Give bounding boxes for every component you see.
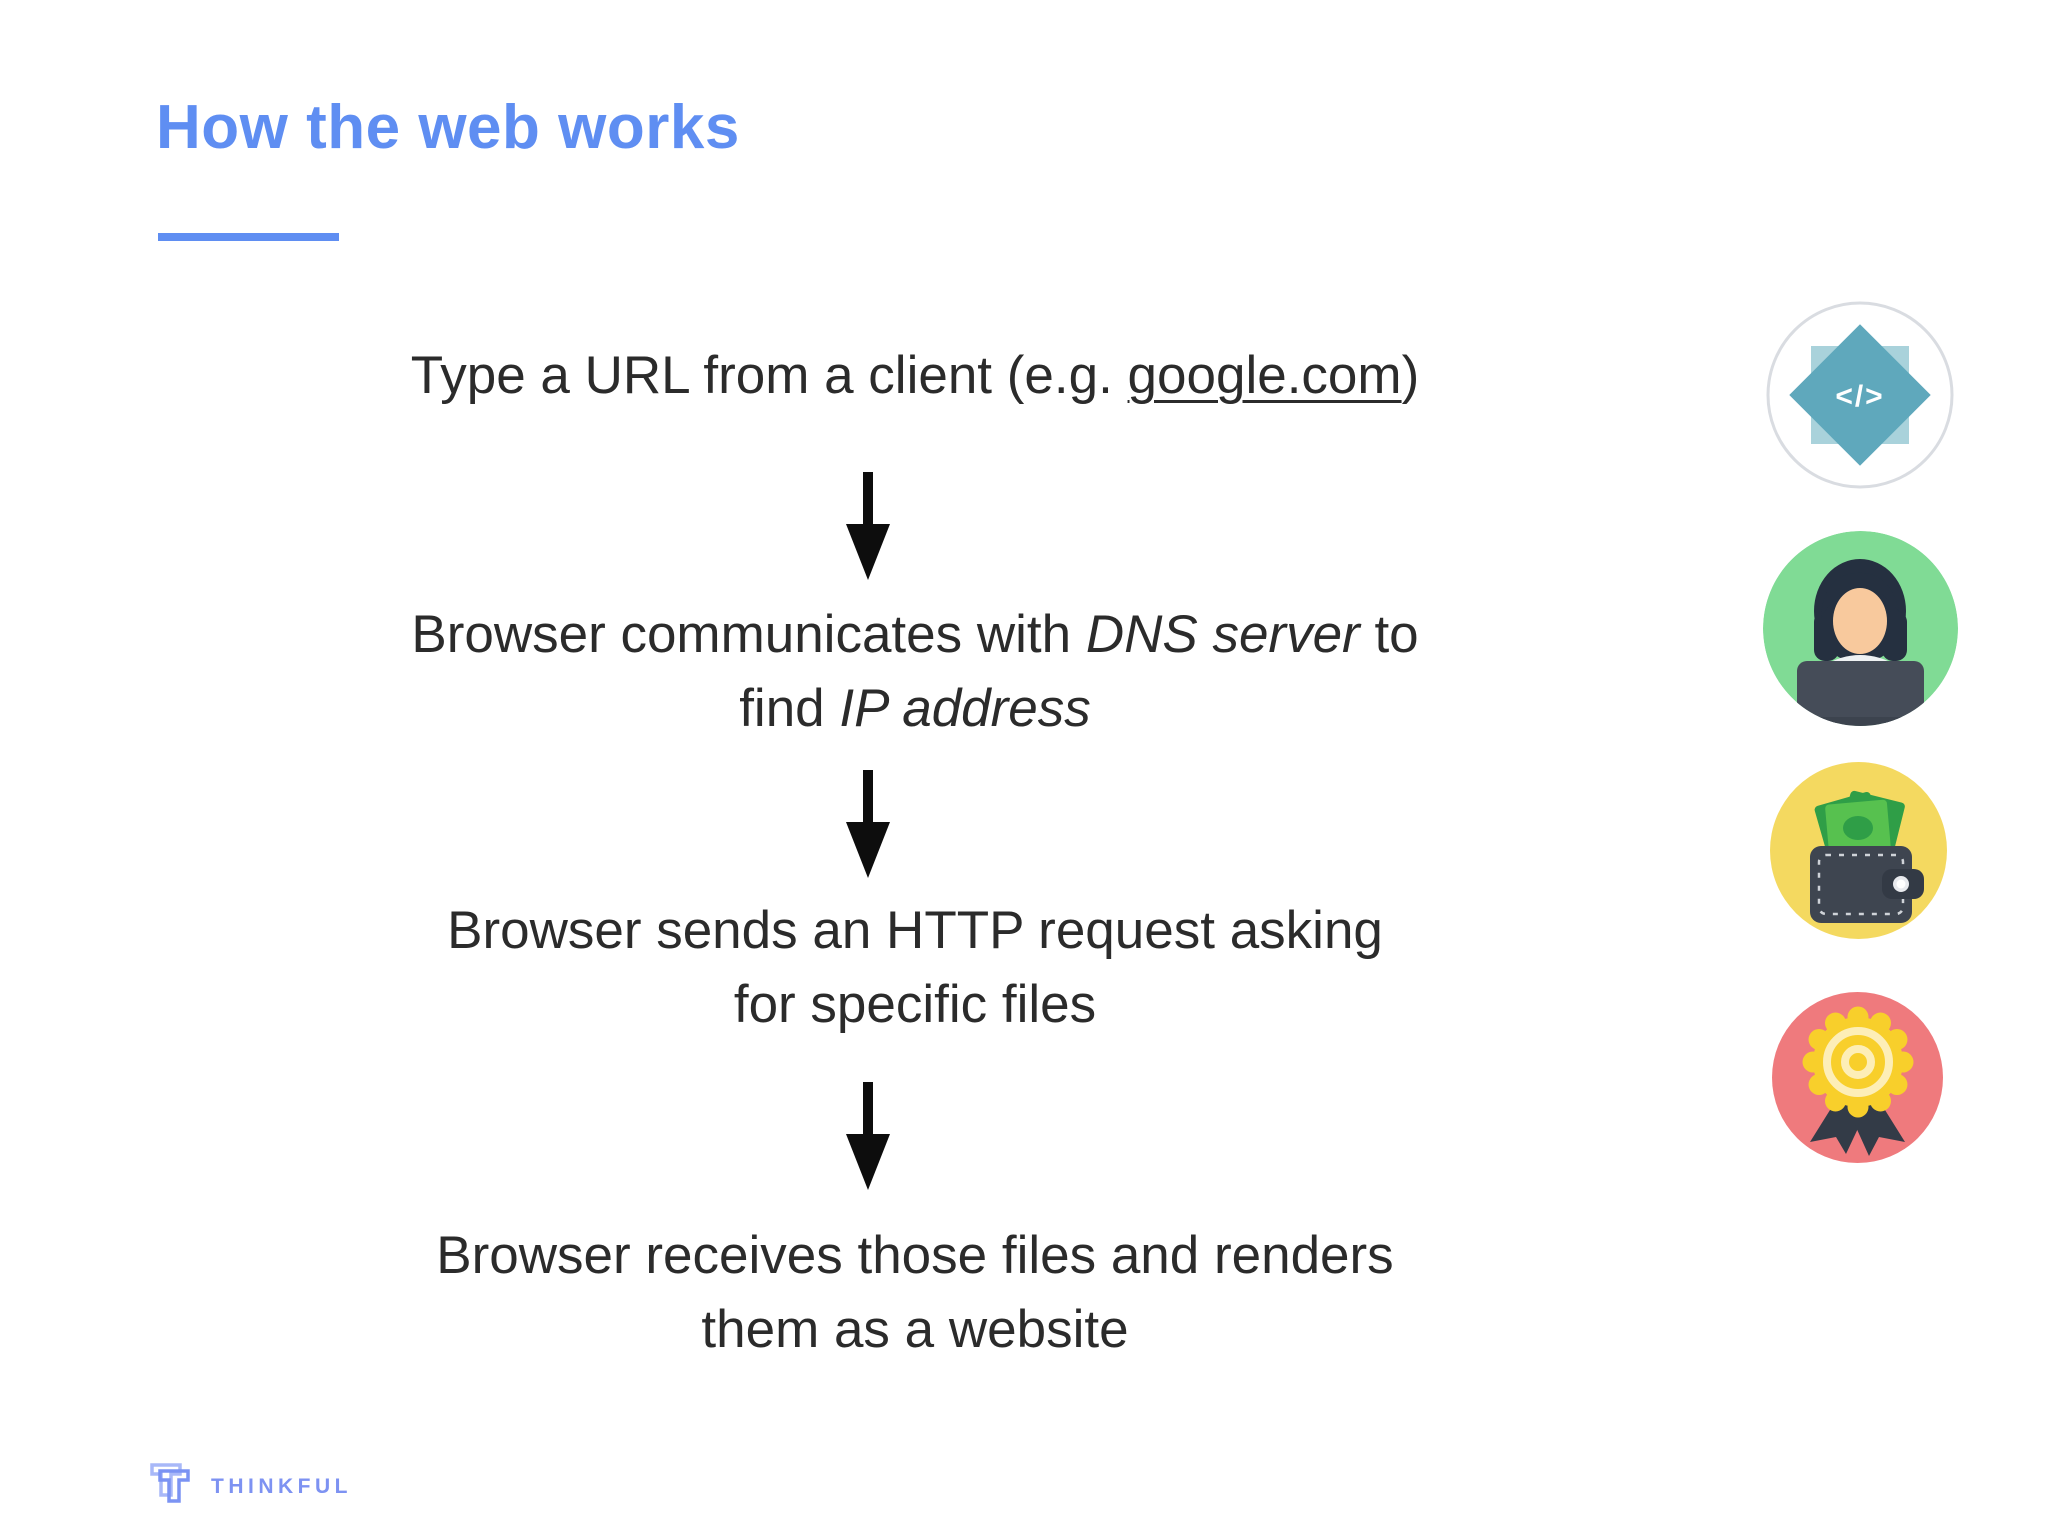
code-icon: </> bbox=[1766, 301, 1954, 489]
developer-avatar-icon bbox=[1763, 531, 1958, 726]
step2-text-c: find bbox=[739, 679, 840, 738]
title-underline bbox=[158, 233, 339, 241]
google-link-text: google.com bbox=[1127, 346, 1402, 405]
step2-text-a: Browser communicates with bbox=[411, 605, 1086, 664]
step-http-line1: Browser sends an HTTP request asking bbox=[447, 901, 1383, 960]
award-ribbon-icon bbox=[1772, 992, 1943, 1163]
step-render-website: Browser receives those files and renders… bbox=[285, 1219, 1545, 1367]
step1-text-b: ) bbox=[1401, 346, 1420, 405]
step-http-request: Browser sends an HTTP request asking for… bbox=[285, 894, 1545, 1042]
code-glyph-text: </> bbox=[1835, 380, 1884, 413]
down-arrow-icon bbox=[846, 770, 890, 878]
down-arrow-icon bbox=[846, 472, 890, 580]
step-dns-line1: Browser communicates with DNS server to bbox=[285, 598, 1545, 672]
step-render-line1: Browser receives those files and renders bbox=[436, 1226, 1394, 1285]
step2-text-b: to bbox=[1359, 605, 1419, 664]
step-dns-line2: find IP address bbox=[285, 672, 1545, 746]
step-dns-lookup: Browser communicates with DNS server to … bbox=[285, 598, 1545, 746]
brand-name: THINKFUL bbox=[211, 1475, 352, 1498]
wallet-icon bbox=[1770, 762, 1947, 939]
step-type-url-text: Type a URL from a client (e.g. google.co… bbox=[285, 339, 1545, 413]
page-title: How the web works bbox=[156, 93, 740, 162]
step-type-url: Type a URL from a client (e.g. google.co… bbox=[285, 339, 1545, 413]
brand-footer: THINKFUL bbox=[150, 1462, 352, 1506]
step-http-line2: for specific files bbox=[733, 975, 1097, 1034]
thinkful-logo-icon bbox=[150, 1463, 190, 1503]
step1-text-a: Type a URL from a client (e.g. bbox=[410, 346, 1128, 405]
step-render-line2: them as a website bbox=[701, 1300, 1129, 1359]
ip-address-term: IP address bbox=[839, 679, 1091, 738]
down-arrow-icon bbox=[846, 1082, 890, 1190]
dns-server-term: DNS server bbox=[1085, 605, 1360, 664]
